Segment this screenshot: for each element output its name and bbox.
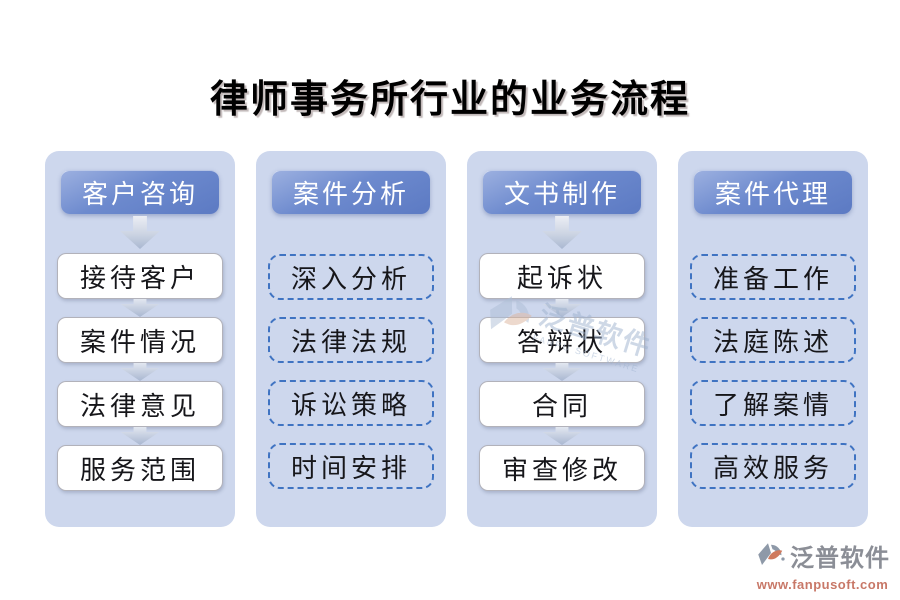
stage-header: 案件代理 <box>694 170 852 214</box>
stage-header: 文书制作 <box>483 170 641 214</box>
step-item: 接待客户 <box>57 253 223 299</box>
step-item: 诉讼策略 <box>268 380 434 426</box>
step-item: 审查修改 <box>479 445 645 491</box>
step-item: 合同 <box>479 381 645 427</box>
down-arrow-icon <box>120 363 160 381</box>
down-arrow-icon <box>542 427 582 445</box>
stage-column-2: 案件分析深入分析法律法规诉讼策略时间安排 <box>256 151 446 527</box>
down-arrow-icon <box>120 299 160 317</box>
down-arrow-icon <box>120 216 160 249</box>
step-item: 服务范围 <box>57 445 223 491</box>
flow-columns: 客户咨询接待客户案件情况法律意见服务范围案件分析深入分析法律法规诉讼策略时间安排… <box>45 151 868 527</box>
down-arrow-icon <box>120 427 160 445</box>
stage-header: 客户咨询 <box>61 170 219 214</box>
down-arrow-icon <box>542 299 582 317</box>
step-item: 法庭陈述 <box>690 317 856 363</box>
step-item: 答辩状 <box>479 317 645 363</box>
step-item: 深入分析 <box>268 254 434 300</box>
down-arrow-icon <box>542 363 582 381</box>
stage-column-1: 客户咨询接待客户案件情况法律意见服务范围 <box>45 151 235 527</box>
step-item: 法律意见 <box>57 381 223 427</box>
step-item: 了解案情 <box>690 380 856 426</box>
stage-header: 案件分析 <box>272 170 430 214</box>
spacer <box>256 214 446 254</box>
page-title: 律师事务所行业的业务流程 <box>209 79 690 121</box>
fanpu-logo-icon <box>755 541 787 576</box>
stage-column-3: 文书制作起诉状答辩状合同审查修改 <box>467 151 657 527</box>
step-item: 准备工作 <box>690 254 856 300</box>
down-arrow-icon <box>542 216 582 249</box>
step-item: 法律法规 <box>268 317 434 363</box>
step-item: 高效服务 <box>690 443 856 489</box>
spacer <box>678 214 868 254</box>
footer-brand-label: 泛普软件 <box>790 545 890 572</box>
step-item: 起诉状 <box>479 253 645 299</box>
footer-url: www.fanpusoft.com <box>756 577 889 592</box>
step-item: 时间安排 <box>268 443 434 489</box>
footer-logo: 泛普软件 www.fanpusoft.com <box>755 541 890 592</box>
step-item: 案件情况 <box>57 317 223 363</box>
stage-column-4: 案件代理准备工作法庭陈述了解案情高效服务 <box>678 151 868 527</box>
